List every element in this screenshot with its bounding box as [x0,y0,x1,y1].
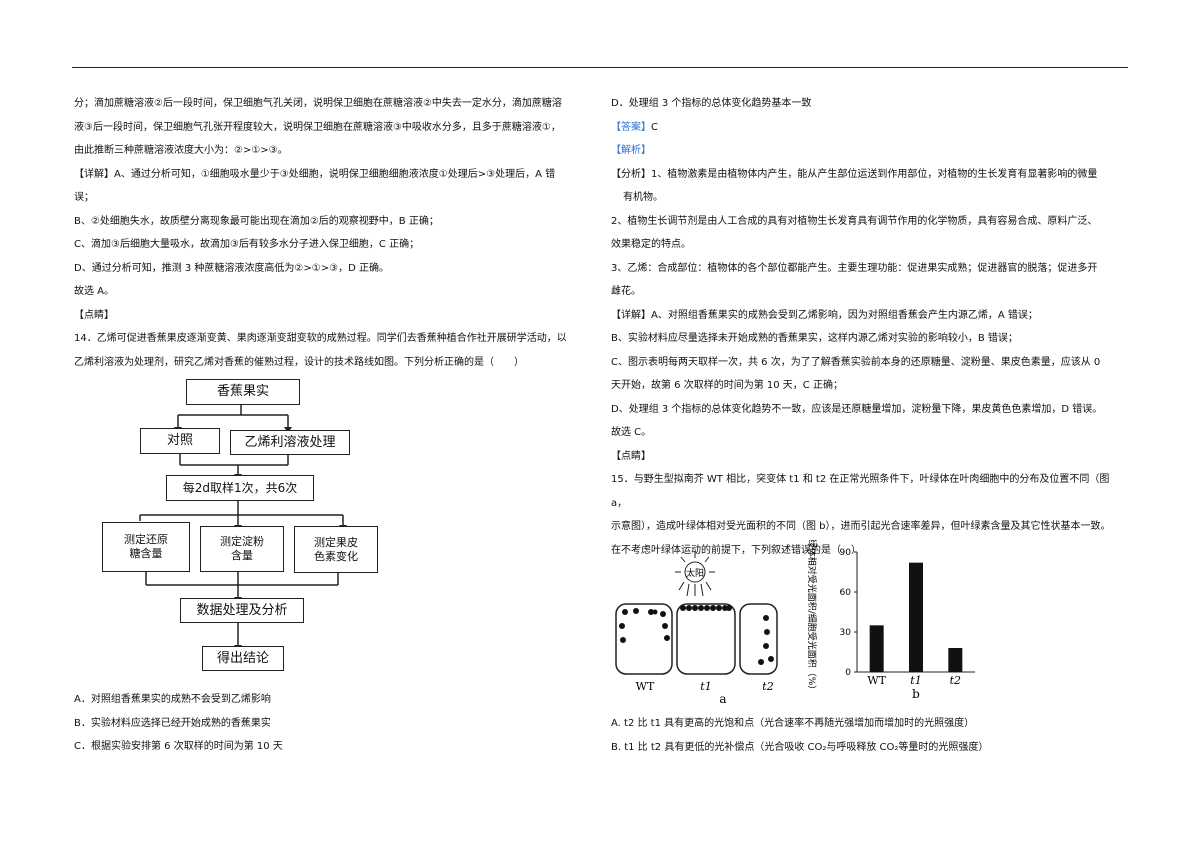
conclusion-box: 得出结论 [202,646,284,671]
question-15-stem: 在不考虑叶绿体运动的前提下，下列叙述错误的是（ ） [611,544,861,556]
control-box: 对照 [140,428,220,454]
question-14-stem: 14．乙烯可促进香蕉果皮逐渐变黄、果肉逐渐变甜变软的成熟过程。同学们去香蕉种植合… [74,333,567,344]
paragraph: C、图示表明每两天取样一次，共 6 次，为了了解香蕉实验前本身的还原糖量、淀粉量… [611,356,1101,368]
measure-reducing-sugar-box: 测定还原 糖含量 [102,522,190,572]
bar-wt [869,625,884,672]
paragraph: 【点睛】 [74,309,114,321]
option-a: A．对照组香蕉果实的成熟不会受到乙烯影响 [74,694,271,705]
data-analysis-box: 数据处理及分析 [180,598,304,623]
ethephon-treatment-box: 乙烯利溶液处理 [230,430,350,455]
label-t2: t2 [762,680,773,693]
sun-label: 太阳 [686,567,704,579]
measure-peel-pigment-box: 测定果皮 色素变化 [294,526,378,573]
paragraph: B、②处细胞失水，故质壁分离现象最可能出现在滴加②后的观察视野中，B 正确； [74,215,439,227]
option-b: B. t1 比 t2 具有更低的光补偿点（光合吸收 CO₂与呼吸释放 CO₂等量… [611,741,989,753]
paragraph: C、滴加③后细胞大量吸水，故滴加③后有较多水分子进入保卫细胞，C 正确； [74,239,420,250]
caption-b: b [912,687,920,701]
left-column: 分；滴加蔗糖溶液②后一段时间，保卫细胞气孔关闭，说明保卫细胞在蔗糖溶液②中失去一… [74,92,574,374]
paragraph: 【点睛】 [611,450,651,462]
flow-diagram: 香蕉果实 对照 乙烯利溶液处理 每2d取样1次，共6次 测定还原 糖含量 测定淀… [98,375,388,675]
paragraph: 液③后一段时间，保卫细胞气孔张开程度较大，说明保卫细胞在蔗糖溶液③中吸收水分多，… [74,121,561,133]
paragraph: D、通过分析可知，推测 3 种蔗糖溶液浓度高低为②>①>③，D 正确。 [74,262,389,274]
paragraph: 雌花。 [611,286,641,297]
y-tick-label: 60 [840,588,852,598]
x-tick-label: WT [867,674,886,687]
answer-value: C [651,121,658,133]
y-axis-label: 叶绿体相对受光面积/细胞受光面积（%） [806,540,818,694]
figure-a-cells: 太阳 WT t1 t2 a [615,552,778,706]
x-tick-label: t2 [950,674,961,687]
answer-tag: 【答案】 [611,121,651,133]
question-15-stem: 15．与野生型拟南芥 WT 相比，突变体 t1 和 t2 在正常光照条件下，叶绿… [611,474,1110,509]
paragraph: 由此推断三种蔗糖溶液浓度大小为：②>①>③。 [74,145,288,156]
paragraph: 故选 A。 [74,286,115,297]
label-t1: t1 [700,680,711,693]
paragraph: 2、植物生长调节剂是由人工合成的具有对植物生长发育具有调节作用的化学物质，具有容… [611,215,1098,227]
option-a: A. t2 比 t1 具有更高的光饱和点（光合速率不再随光强增加而增加时的光照强… [611,718,975,729]
option-d: D．处理组 3 个指标的总体变化趋势基本一致 [611,98,812,109]
sun-icon [675,552,715,597]
y-tick-label: 0 [845,668,851,678]
paragraph: 误； [74,192,94,203]
paragraph: 【详解】A、对照组香蕉果实的成熟会受到乙烯影响，因为对照组香蕉会产生内源乙烯，A… [611,309,1038,321]
question-14-options: A．对照组香蕉果实的成熟不会受到乙烯影响 B．实验材料应选择已经开始成熟的香蕉果… [74,688,594,759]
right-column: D．处理组 3 个指标的总体变化趋势基本一致 【答案】C 【解析】 【分析】1、… [611,92,1111,562]
paragraph: 有机物。 [623,192,663,203]
label-wt: WT [636,680,655,693]
paragraph: 3、乙烯：合成部位：植物体的各个部位都能产生。主要生理功能：促进果实成熟；促进器… [611,262,1098,274]
bar-t2 [948,648,963,672]
bar-t1 [909,562,923,672]
question-14-stem: 乙烯利溶液为处理剂，研究乙烯对香蕉的催熟过程，设计的技术路线如图。下列分析正确的… [74,356,524,368]
caption-a: a [719,692,726,706]
analysis-tag: 【解析】 [611,145,651,156]
paragraph: D、处理组 3 个指标的总体变化趋势不一致，应该是还原糖量增加，淀粉量下降，果皮… [611,403,1103,415]
paragraph: 效果稳定的特点。 [611,239,691,250]
paragraph: 分；滴加蔗糖溶液②后一段时间，保卫细胞气孔关闭，说明保卫细胞在蔗糖溶液②中失去一… [74,98,562,109]
paragraph: 【详解】A、通过分析可知，①细胞吸水量少于③处细胞，说明保卫细胞细胞液浓度①处理… [74,168,556,180]
option-b: B．实验材料应选择已经开始成熟的香蕉果实 [74,717,271,729]
answer-line: 【答案】C [611,116,1111,140]
paragraph: 故选 C。 [611,427,652,438]
question-15-stem: 示意图），造成叶绿体相对受光面积的不同（图 b），进而引起光合速率差异，但叶绿素… [611,521,1111,532]
paragraph: B、实验材料应尽量选择未开始成熟的香蕉果实，这样内源乙烯对实验的影响较小，B 错… [611,333,1018,344]
paragraph: 【分析】1、植物激素是由植物体内产生，能从产生部位运送到作用部位，对植物的生长发… [611,168,1098,180]
x-tick-label: t1 [910,674,921,687]
y-tick-label: 30 [840,628,852,638]
question-15-options: A. t2 比 t1 具有更高的光饱和点（光合速率不再随光强增加而增加时的光照强… [611,712,1131,759]
option-c: C．根据实验安排第 6 次取样的时间为第 10 天 [74,741,283,752]
banana-fruit-box: 香蕉果实 [186,379,300,405]
measure-starch-box: 测定淀粉 含量 [200,526,284,572]
paragraph: 天开始，故第 6 次取样的时间为第 10 天，C 正确； [611,380,843,391]
y-tick-label: 90 [840,548,852,558]
header-rule [72,67,1128,68]
sampling-box: 每2d取样1次，共6次 [166,475,314,501]
